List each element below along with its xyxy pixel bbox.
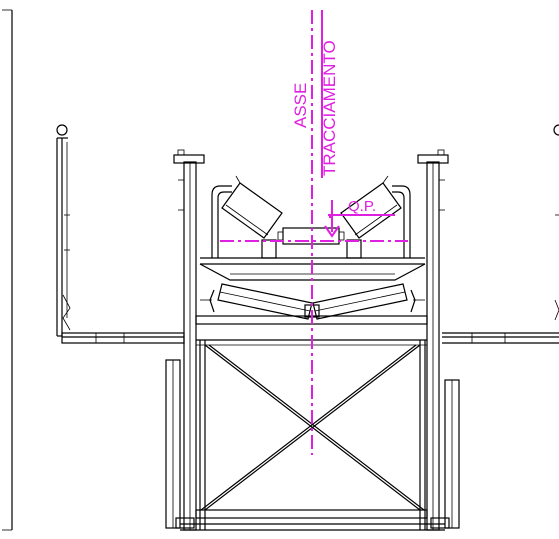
left-walkway [56, 124, 185, 344]
return-idler-set [200, 283, 425, 320]
tracking-axis [311, 10, 323, 455]
axis-label-line1: ASSE [291, 83, 310, 128]
qp-label: Q.P. [348, 198, 376, 215]
axis-label-line2: TRACCIAMENTO [320, 40, 339, 176]
left-border-line [2, 9, 13, 531]
qp-reference-mark [220, 200, 408, 242]
right-walkway [442, 124, 559, 344]
